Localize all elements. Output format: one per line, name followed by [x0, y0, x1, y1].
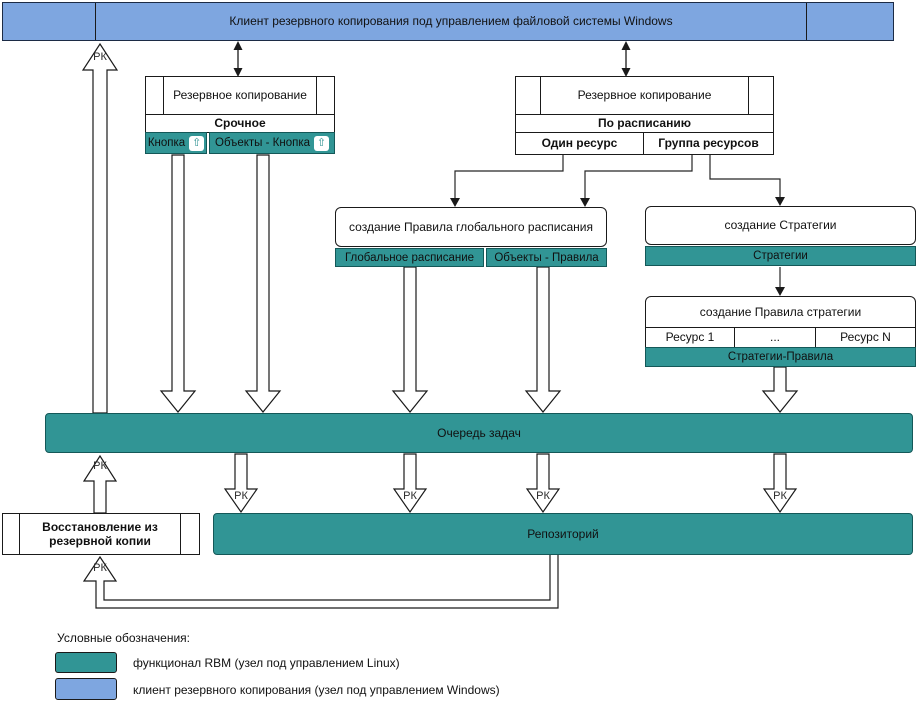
elbow-arrowheads: [450, 197, 785, 296]
backup-urgent-left-cell: [146, 77, 164, 114]
task-queue-bar: Очередь задач: [45, 413, 913, 453]
single-resource-cell: Один ресурс: [516, 133, 644, 154]
restore-right-cell: [180, 514, 199, 554]
upload-icon: ⇧: [189, 135, 205, 151]
objects-button-cell-label: Объекты - Кнопка: [215, 137, 310, 149]
restore-title: Восстановление из резервной копии: [42, 519, 158, 548]
client-bar-right-cell: [806, 3, 893, 40]
backup-urgent-title: Резервное копирование: [173, 88, 307, 103]
objects-button-cell: Объекты - Кнопка ⇧: [209, 132, 335, 154]
backup-scheduled-right-cell: [748, 77, 773, 114]
legend-label-client: клиент резервного копирования (узел под …: [133, 683, 500, 697]
rk-label-restore-up: РК: [93, 562, 107, 574]
backup-urgent-mode: Срочное: [145, 114, 335, 133]
resource-n-cell: Ресурс N: [840, 330, 891, 345]
legend-swatch-client: [55, 678, 117, 700]
restore-left-cell: [3, 514, 20, 554]
rk-down-arrows: [223, 453, 798, 514]
double-arrow-right: [621, 41, 631, 77]
strategy-rules-row: Стратегии-Правила: [645, 347, 916, 367]
rk-label-repo-4: РК: [773, 490, 787, 502]
block-arrows-to-queue: [159, 154, 799, 413]
client-bar-title: Клиент резервного копирования под управл…: [229, 14, 673, 29]
client-bar-left-cell: [3, 3, 96, 40]
objects-rules-cell: Объекты - Правила: [486, 248, 607, 267]
rk-label-repo-2: РК: [403, 490, 417, 502]
backup-urgent-right-cell: [316, 77, 334, 114]
rk-label-repo-1: РК: [234, 490, 248, 502]
button-cell: Кнопка ⇧: [145, 132, 207, 154]
strategies-cell: Стратегии: [645, 246, 916, 266]
backup-urgent-box: Резервное копирование: [145, 76, 335, 115]
rk-label-repo-3: РК: [536, 490, 550, 502]
upload-icon: ⇧: [314, 135, 329, 151]
strategy-rule-resources: Ресурс 1 ... Ресурс N: [645, 327, 916, 348]
repository-bar: Репозиторий: [213, 513, 913, 555]
rk-up-arrows: [81, 42, 119, 514]
global-schedule-cell: Глобальное расписание: [335, 248, 484, 267]
legend-label-rbm: функционал RBM (узел под управлением Lin…: [133, 656, 400, 670]
restore-box: Восстановление из резервной копии: [2, 513, 200, 555]
backup-scheduled-box: Резервное копирование: [515, 76, 774, 115]
resource-1-cell: Ресурс 1: [646, 328, 735, 347]
rk-label-top: РК: [93, 51, 107, 63]
backup-scheduled-left-cell: [516, 77, 541, 114]
double-arrow-left: [233, 41, 243, 77]
button-cell-label: Кнопка: [147, 137, 186, 149]
backup-scheduled-mode: По расписанию: [515, 114, 774, 133]
strategy-creation-box: создание Стратегии: [645, 206, 916, 245]
rk-label-queue-up: РК: [93, 460, 107, 472]
global-schedule-rule-cells: Глобальное расписание Объекты - Правила: [335, 248, 607, 267]
resource-ellipsis-cell: ...: [735, 328, 816, 347]
strategy-rule-box: создание Правила стратегии: [645, 296, 916, 328]
backup-scheduled-cells: Один ресурс Группа ресурсов: [515, 132, 774, 155]
backup-scheduled-title: Резервное копирование: [577, 88, 712, 103]
global-schedule-rule-box: создание Правила глобального расписания: [335, 207, 607, 247]
legend-title: Условные обозначения:: [57, 631, 190, 645]
rk-elbow-repo-to-restore: [82, 553, 559, 609]
windows-client-bar: Клиент резервного копирования под управл…: [2, 2, 894, 41]
elbow-connectors: [454, 155, 781, 288]
legend-swatch-rbm: [55, 652, 117, 673]
resource-group-cell: Группа ресурсов: [658, 136, 759, 151]
backup-urgent-cells: Кнопка ⇧ Объекты - Кнопка ⇧: [145, 132, 335, 154]
strategies-row: Стратегии: [645, 246, 916, 266]
strategy-rules-cell: Стратегии-Правила: [645, 347, 916, 367]
